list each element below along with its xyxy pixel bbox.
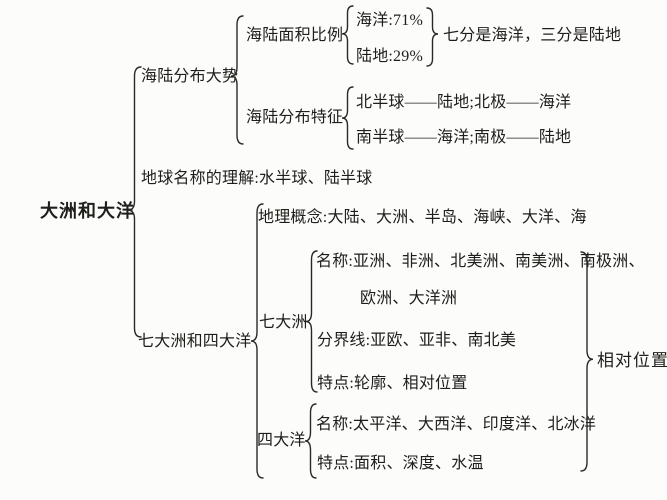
node-earth-name-understanding: 地球名称的理解:水半球、陆半球	[141, 170, 373, 187]
brace-sea-land-overview	[230, 15, 244, 145]
node-ratio-conclusion: 七分是海洋，三分是陆地	[443, 27, 622, 44]
node-ocean-features: 特点:面积、深度、水温	[317, 455, 484, 472]
node-ocean-percent: 海洋:71%	[356, 12, 423, 29]
brace-continents-and-oceans	[250, 203, 264, 479]
node-sea-land-overview: 海陆分布大势	[141, 68, 239, 85]
node-distribution-features: 海陆分布特征	[246, 109, 344, 126]
node-ocean-names: 名称:太平洋、大西洋、印度洋、北冰洋	[316, 416, 597, 433]
node-seven-continents: 七大洲	[259, 314, 308, 331]
brace-root	[127, 66, 142, 338]
node-relative-position: 相对位置	[597, 351, 667, 370]
brace-seven-continents	[305, 250, 318, 393]
node-dividing-lines: 分界线:亚欧、亚非、南北美	[317, 332, 517, 349]
node-four-oceans: 四大洋	[257, 432, 306, 449]
brace-area-ratio-close	[426, 7, 439, 67]
brace-area-ratio-open	[341, 5, 354, 65]
brace-distribution-features	[341, 86, 354, 150]
node-south-hemisphere: 南半球——海洋;南极——陆地	[356, 129, 572, 146]
node-continent-names-line2: 欧洲、大洋洲	[360, 290, 458, 307]
node-area-ratio: 海陆面积比例	[246, 27, 344, 44]
node-continent-names-line1: 名称:亚洲、非洲、北美洲、南美洲、南极洲、	[316, 253, 645, 270]
node-north-hemisphere: 北半球——陆地;北极——海洋	[356, 94, 572, 111]
brace-four-oceans	[304, 403, 317, 479]
node-root: 大洲和大洋	[40, 201, 135, 221]
node-continents-and-oceans: 七大洲和四大洋	[138, 333, 252, 350]
node-geo-concepts: 地理概念:大陆、大洲、半岛、海峡、大洋、海	[258, 209, 587, 226]
brace-relative-position	[580, 251, 594, 472]
node-continent-features: 特点:轮廓、相对位置	[317, 375, 468, 392]
node-land-percent: 陆地:29%	[356, 48, 423, 65]
